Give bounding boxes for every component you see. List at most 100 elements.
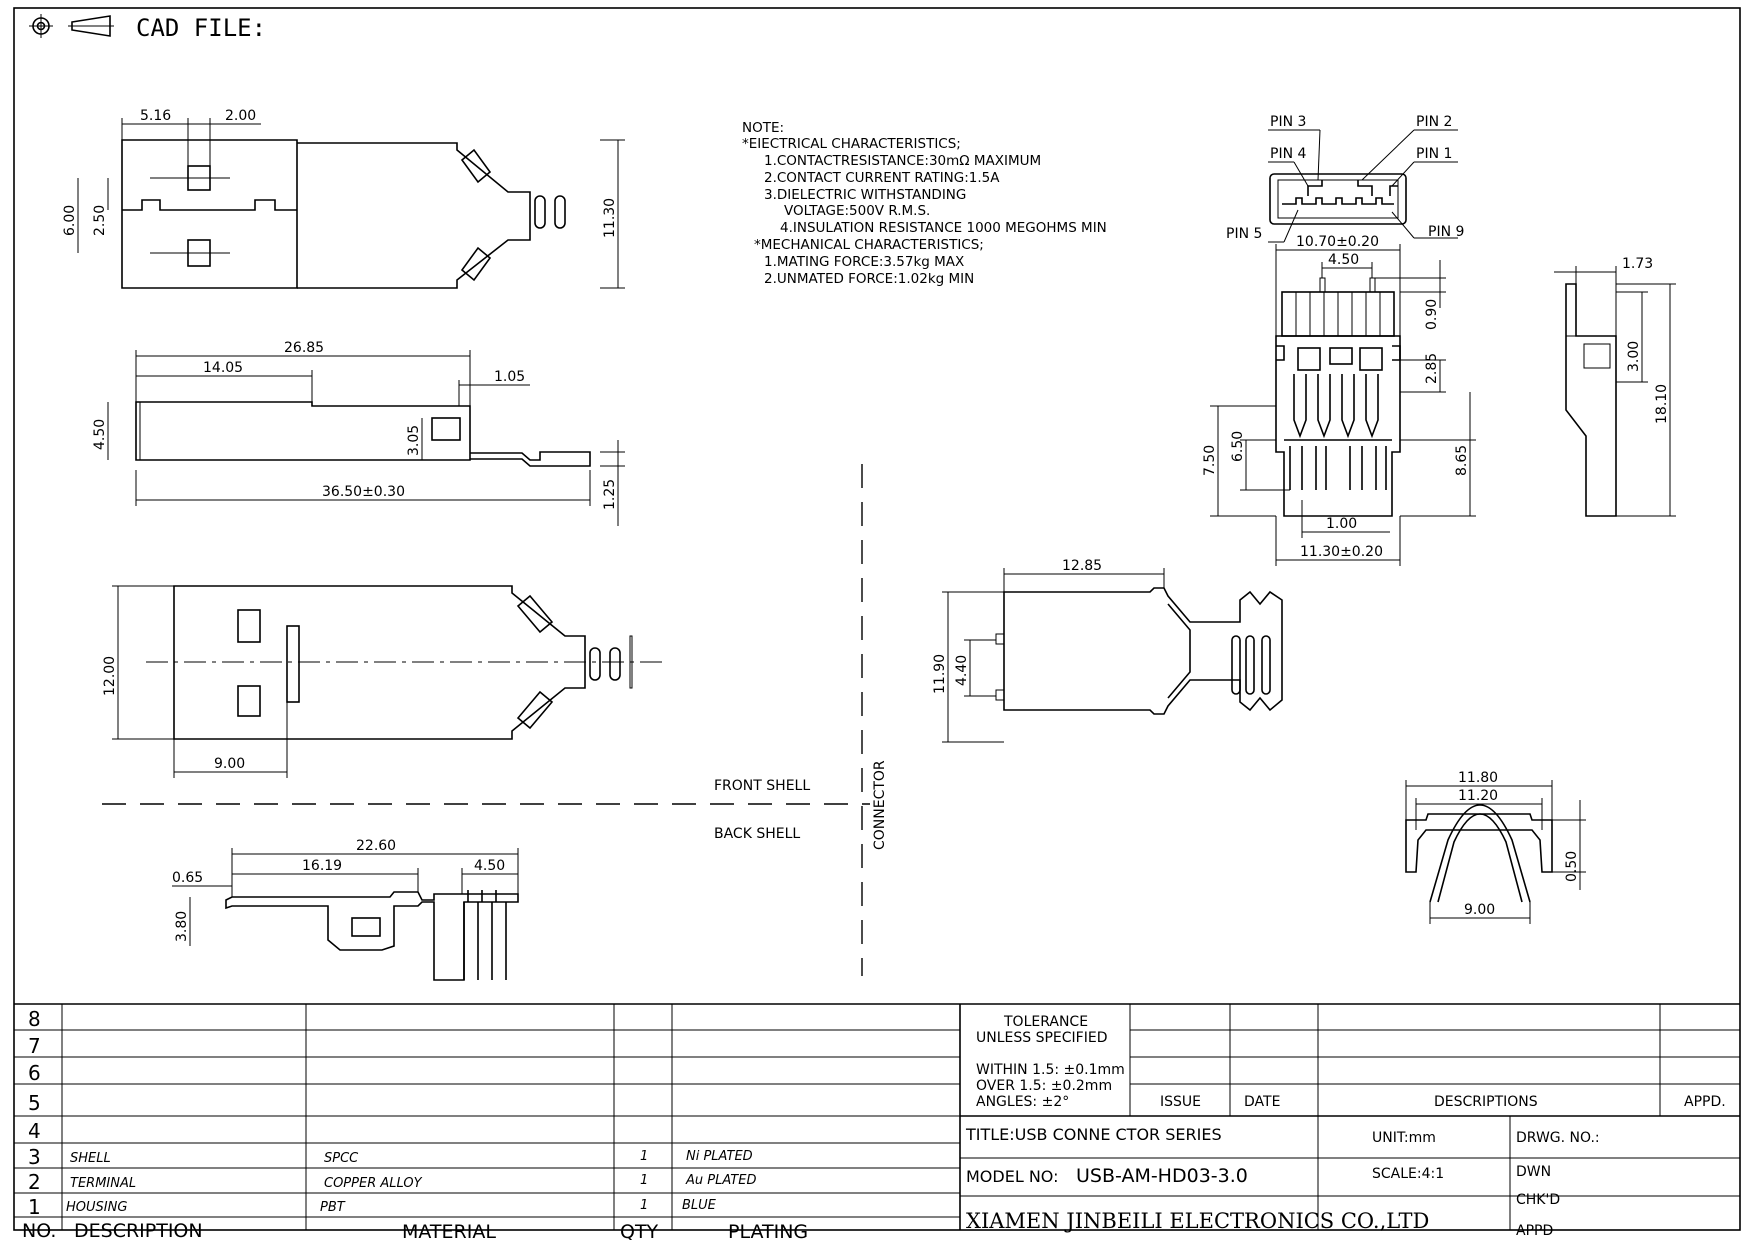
dim-12-85: 12.85 <box>1062 558 1102 574</box>
crosshair-circle-icon <box>29 14 53 38</box>
model-no-label: MODEL NO: <box>966 1167 1059 1186</box>
pin-2-label: PIN 2 <box>1416 114 1452 130</box>
note-line-5: VOLTAGE:500V R.M.S. <box>784 203 930 219</box>
back-shell-end-view: 11.80 11.20 0.50 9.00 <box>1405 770 1586 924</box>
bom-desc-housing: HOUSING <box>66 1200 127 1215</box>
header-qty: QTY <box>620 1221 659 1240</box>
bill-of-materials: 8 7 6 5 4 3 2 1 SHELL SPCC 1 Ni PLATED T… <box>14 1003 1740 1240</box>
dim-11-30-b: 11.30±0.20 <box>1300 544 1383 560</box>
tolerance-title-1: TOLERANCE <box>1003 1014 1088 1030</box>
dim-1-00: 1.00 <box>1326 516 1357 532</box>
dim-14-05: 14.05 <box>203 360 243 376</box>
dim-8-65: 8.65 <box>1454 445 1470 476</box>
row-number-7: 7 <box>28 1034 41 1058</box>
dwn-label: DWN <box>1516 1164 1551 1180</box>
dim-22-60: 22.60 <box>356 838 396 854</box>
section-divider: FRONT SHELL BACK SHELL CONNECTOR <box>102 464 888 976</box>
bom-qty-terminal: 1 <box>640 1173 648 1188</box>
header: CAD FILE: <box>29 14 266 42</box>
dim-9-00-b: 9.00 <box>1464 902 1495 918</box>
row-number-5: 5 <box>28 1091 41 1115</box>
front-shell-label: FRONT SHELL <box>714 778 810 794</box>
dim-11-30: 11.30 <box>602 198 618 238</box>
row-number-4: 4 <box>28 1119 41 1143</box>
dim-6-00: 6.00 <box>62 205 78 236</box>
bom-qty-shell: 1 <box>640 1149 648 1164</box>
dim-18-10: 18.10 <box>1654 384 1670 424</box>
note-line-4: 3.DIELECTRIC WITHSTANDING <box>764 187 966 203</box>
row-number-6: 6 <box>28 1061 41 1085</box>
drwg-no-label: DRWG. NO.: <box>1516 1130 1600 1146</box>
dim-3-80: 3.80 <box>174 911 190 942</box>
dim-2-85: 2.85 <box>1424 353 1440 384</box>
dim-9-00: 9.00 <box>214 756 245 772</box>
note-line-8: 1.MATING FORCE:3.57kg MAX <box>764 254 964 270</box>
plan-view: 12.00 9.00 <box>102 585 668 778</box>
bom-plating-housing: BLUE <box>682 1198 717 1213</box>
pin-3-label: PIN 3 <box>1270 114 1306 130</box>
drawing-border <box>13 7 1741 1231</box>
back-shell-plan-view: 12.85 11.90 4.40 <box>932 558 1283 743</box>
pin-4-label: PIN 4 <box>1270 146 1306 162</box>
header-no: NO. <box>22 1220 56 1240</box>
rev-header-descriptions: DESCRIPTIONS <box>1434 1094 1538 1110</box>
front-end-view: PIN 3 PIN 2 PIN 4 PIN 1 PIN 5 PIN 9 <box>1202 114 1476 566</box>
dim-0-65: 0.65 <box>172 870 203 886</box>
tolerance-angles: ANGLES: ±2° <box>976 1094 1069 1110</box>
note-line-7: *MECHANICAL CHARACTERISTICS; <box>754 237 984 253</box>
connector-label: CONNECTOR <box>872 760 888 850</box>
company-name: XIAMEN JINBEILI ELECTRONICS CO.,LTD <box>966 1209 1429 1233</box>
dim-4-40: 4.40 <box>954 655 970 686</box>
bom-desc-shell: SHELL <box>70 1151 111 1166</box>
unit-label: UNIT:mm <box>1372 1130 1436 1146</box>
note-line-2: 1.CONTACTRESISTANCE:30mΩ MAXIMUM <box>764 153 1041 169</box>
dim-36-50: 36.50±0.30 <box>322 484 405 500</box>
dim-1-25: 1.25 <box>602 479 618 510</box>
dim-0-50: 0.50 <box>1564 851 1580 882</box>
row-number-3: 3 <box>28 1145 41 1169</box>
projection-cone-icon <box>68 15 114 37</box>
dim-12-00: 12.00 <box>102 656 118 696</box>
row-number-2: 2 <box>28 1170 41 1194</box>
rev-header-issue: ISSUE <box>1160 1094 1201 1110</box>
dim-4-50: 4.50 <box>92 419 108 450</box>
model-no-value: USB-AM-HD03-3.0 <box>1076 1165 1248 1187</box>
note-line-3: 2.CONTACT CURRENT RATING:1.5A <box>764 170 1000 186</box>
top-view: 5.16 2.00 6.00 2.50 11.30 <box>62 108 625 289</box>
notes-block: NOTE: *EIECTRICAL CHARACTERISTICS; 1.CON… <box>742 120 1107 287</box>
back-shell-label: BACK SHELL <box>714 826 800 842</box>
bom-material-terminal: COPPER ALLOY <box>324 1176 423 1191</box>
note-line-1: *EIECTRICAL CHARACTERISTICS; <box>742 136 961 152</box>
dim-4-50-b: 4.50 <box>474 858 505 874</box>
bom-desc-terminal: TERMINAL <box>70 1176 136 1191</box>
dim-4-50-c: 4.50 <box>1328 252 1359 268</box>
dim-11-80: 11.80 <box>1458 770 1498 786</box>
bom-qty-housing: 1 <box>640 1198 648 1213</box>
note-line-6: 4.INSULATION RESISTANCE 1000 MEGOHMS MIN <box>780 220 1107 236</box>
tolerance-within: WITHIN 1.5: ±0.1mm <box>976 1062 1125 1078</box>
profile-view: 1.73 3.00 18.10 <box>1554 256 1676 517</box>
dim-10-70: 10.70±0.20 <box>1296 234 1379 250</box>
dim-16-19: 16.19 <box>302 858 342 874</box>
note-line-9: 2.UNMATED FORCE:1.02kg MIN <box>764 271 974 287</box>
tolerance-title-2: UNLESS SPECIFIED <box>976 1030 1107 1046</box>
dim-2-00: 2.00 <box>225 108 256 124</box>
cad-file-title: CAD FILE: <box>136 14 266 42</box>
row-number-1: 1 <box>28 1195 41 1219</box>
pin-5-label: PIN 5 <box>1226 226 1262 242</box>
bom-plating-terminal: Au PLATED <box>685 1173 756 1188</box>
scale-label: SCALE:4:1 <box>1372 1166 1444 1182</box>
dim-1-05: 1.05 <box>494 369 525 385</box>
header-material: MATERIAL <box>402 1221 496 1240</box>
bom-material-shell: SPCC <box>324 1151 359 1166</box>
header-plating: PLATING <box>728 1221 808 1240</box>
pin-9-label: PIN 9 <box>1428 224 1464 240</box>
dim-2-50: 2.50 <box>92 205 108 236</box>
dim-6-50: 6.50 <box>1230 431 1246 462</box>
pin-1-label: PIN 1 <box>1416 146 1452 162</box>
bom-plating-shell: Ni PLATED <box>686 1149 753 1164</box>
title-block: TOLERANCE UNLESS SPECIFIED WITHIN 1.5: ±… <box>960 1004 1740 1239</box>
header-description: DESCRIPTION <box>74 1220 203 1240</box>
notes-heading: NOTE: <box>742 120 784 136</box>
dim-3-05: 3.05 <box>406 425 422 456</box>
